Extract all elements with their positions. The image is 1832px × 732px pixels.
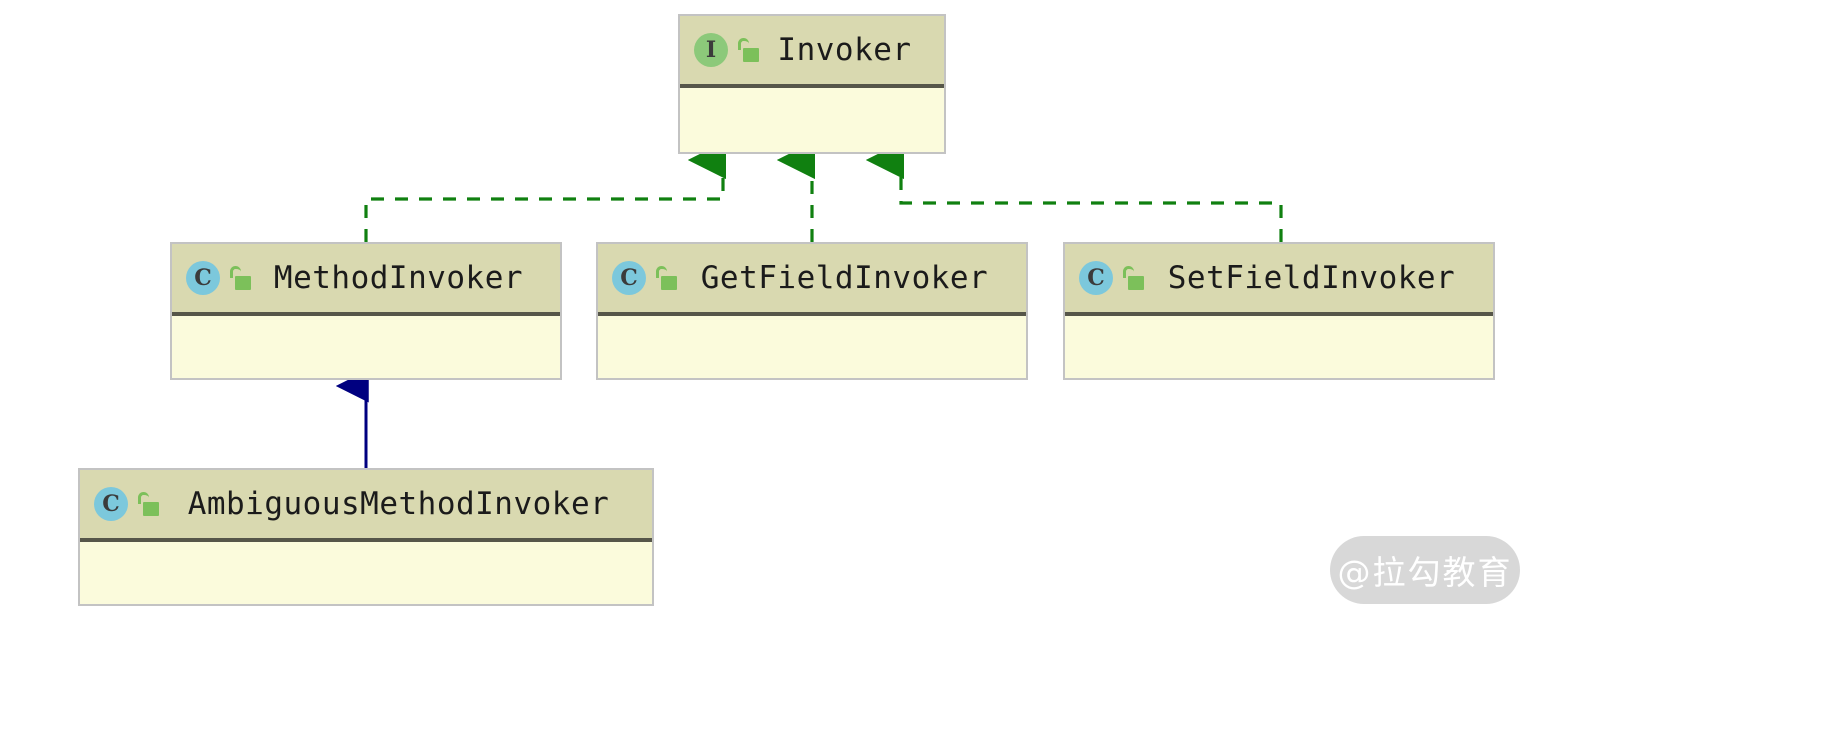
class-badge-icon: C <box>94 487 128 521</box>
node-members-compartment <box>172 316 560 378</box>
interface-badge-icon: I <box>694 33 728 67</box>
node-header: I Invoker <box>680 16 944 88</box>
node-title: SetFieldInvoker <box>1167 260 1456 296</box>
node-title: Invoker <box>777 32 912 68</box>
node-members-compartment <box>80 542 652 604</box>
node-members-compartment <box>1065 316 1493 378</box>
unlocked-padlock-icon <box>1122 266 1144 290</box>
uml-node-method-invoker[interactable]: C MethodInvoker <box>170 242 562 380</box>
class-badge-icon: C <box>186 261 220 295</box>
uml-node-set-field-invoker[interactable]: C SetFieldInvoker <box>1063 242 1495 380</box>
node-title: MethodInvoker <box>273 260 524 296</box>
node-header: C AmbiguousMethodInvoker <box>80 470 652 542</box>
node-header: C SetFieldInvoker <box>1065 244 1493 316</box>
unlocked-padlock-icon <box>655 266 677 290</box>
uml-node-invoker[interactable]: I Invoker <box>678 14 946 154</box>
node-header: C GetFieldInvoker <box>598 244 1026 316</box>
node-header: C MethodInvoker <box>172 244 560 316</box>
uml-node-get-field-invoker[interactable]: C GetFieldInvoker <box>596 242 1028 380</box>
edge-set-field-invoker-implements-invoker <box>865 140 1283 242</box>
watermark: @拉勾教育 <box>1330 536 1520 604</box>
edge-method-invoker-implements-invoker <box>364 140 727 242</box>
uml-node-ambiguous-method-invoker[interactable]: C AmbiguousMethodInvoker <box>78 468 654 606</box>
node-members-compartment <box>680 88 944 152</box>
node-title: AmbiguousMethodInvoker <box>187 486 610 522</box>
class-badge-icon: C <box>1079 261 1113 295</box>
unlocked-padlock-icon <box>229 266 251 290</box>
node-members-compartment <box>598 316 1026 378</box>
node-title: GetFieldInvoker <box>700 260 989 296</box>
unlocked-padlock-icon <box>737 38 759 62</box>
class-badge-icon: C <box>612 261 646 295</box>
unlocked-padlock-icon <box>137 492 159 516</box>
